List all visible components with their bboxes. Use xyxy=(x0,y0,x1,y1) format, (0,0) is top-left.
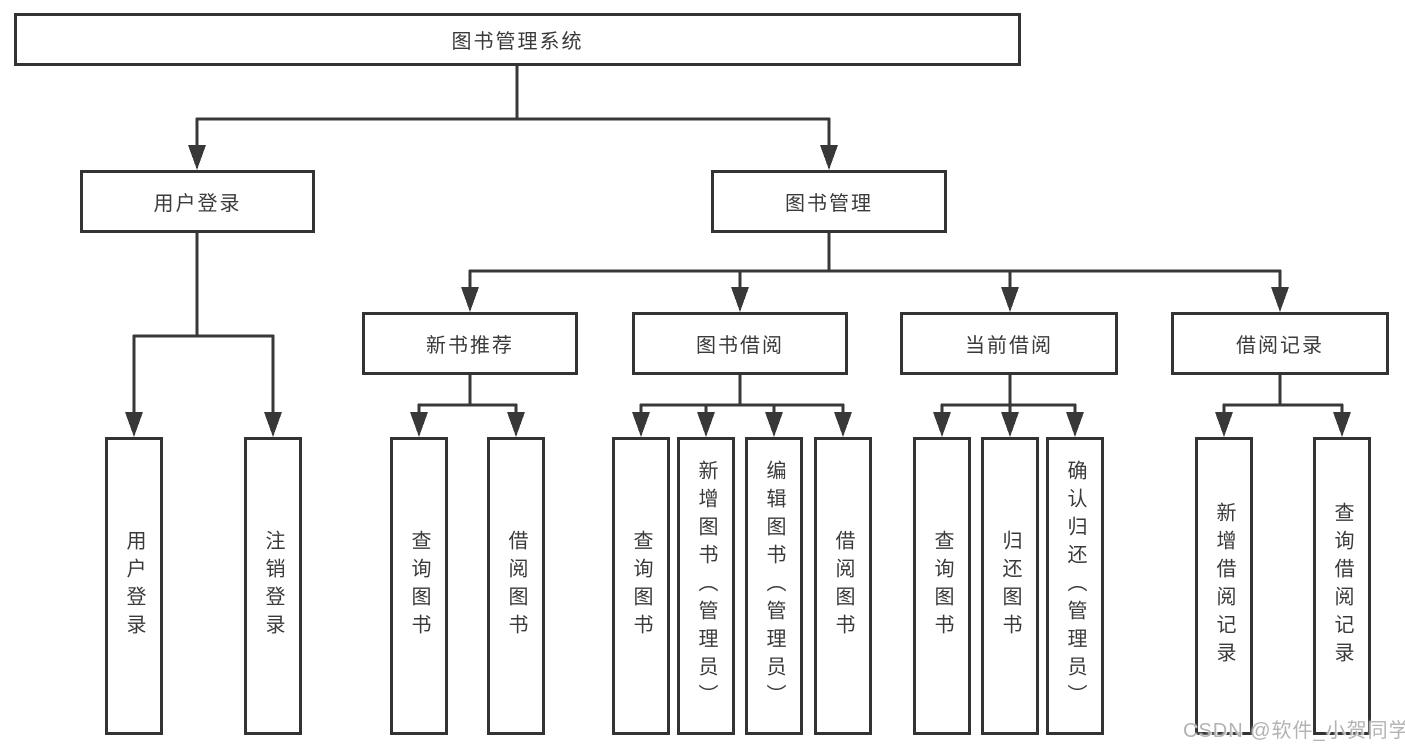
leaf-add-books-admin-label: 新增图书（管理员） xyxy=(695,460,717,712)
leaf-query-borrow-record-label: 查询借阅记录 xyxy=(1331,502,1353,670)
node-book-borrow: 图书借阅 xyxy=(632,312,848,375)
connector-borrow-records xyxy=(1222,373,1344,418)
leaf-add-borrow-record: 新增借阅记录 xyxy=(1195,437,1253,735)
leaf-user-login: 用户登录 xyxy=(105,437,163,735)
node-user-login-label: 用户登录 xyxy=(153,193,242,215)
connector-root xyxy=(195,66,831,151)
leaf-return-books-label: 归还图书 xyxy=(999,530,1021,642)
node-new-book-recommend: 新书推荐 xyxy=(362,312,578,375)
leaf-confirm-return-admin: 确认归还（管理员） xyxy=(1046,437,1104,735)
leaf-add-books-admin: 新增图书（管理员） xyxy=(677,437,735,735)
node-current-borrow: 当前借阅 xyxy=(900,312,1118,375)
leaf-recommend-query-books-label: 查询图书 xyxy=(408,530,430,642)
leaf-current-query-books: 查询图书 xyxy=(913,437,971,735)
leaf-user-login-label: 用户登录 xyxy=(123,530,145,642)
leaf-borrow-query-books: 查询图书 xyxy=(612,437,670,735)
node-book-management: 图书管理 xyxy=(711,170,947,233)
node-root-system: 图书管理系统 xyxy=(14,13,1021,66)
node-root-system-label: 图书管理系统 xyxy=(451,31,584,53)
node-new-book-recommend-label: 新书推荐 xyxy=(426,335,514,357)
leaf-borrow-books-label: 借阅图书 xyxy=(832,530,854,642)
connector-current-borrow xyxy=(940,373,1077,418)
leaf-recommend-borrow-books: 借阅图书 xyxy=(487,437,545,735)
node-book-management-label: 图书管理 xyxy=(785,193,873,215)
leaf-current-query-books-label: 查询图书 xyxy=(931,530,953,642)
csdn-watermark: CSDN @软件_小贺同学 xyxy=(1183,720,1405,742)
leaf-edit-books-admin: 编辑图书（管理员） xyxy=(745,437,803,735)
leaf-recommend-borrow-books-label: 借阅图书 xyxy=(505,530,527,642)
leaf-edit-books-admin-label: 编辑图书（管理员） xyxy=(763,460,785,712)
connector-new-book-rec xyxy=(417,373,518,418)
leaf-borrow-query-books-label: 查询图书 xyxy=(630,530,652,642)
leaf-recommend-query-books: 查询图书 xyxy=(390,437,448,735)
connector-user-login xyxy=(132,230,275,418)
leaf-logout: 注销登录 xyxy=(244,437,302,735)
leaf-confirm-return-admin-label: 确认归还（管理员） xyxy=(1064,460,1086,712)
node-borrow-records: 借阅记录 xyxy=(1171,312,1389,375)
node-book-borrow-label: 图书借阅 xyxy=(696,335,784,357)
node-current-borrow-label: 当前借阅 xyxy=(965,335,1053,357)
connector-book-borrow xyxy=(639,373,845,418)
node-user-login: 用户登录 xyxy=(80,170,315,233)
connector-book-mgmt xyxy=(468,230,1282,293)
leaf-borrow-books: 借阅图书 xyxy=(814,437,872,735)
leaf-return-books: 归还图书 xyxy=(981,437,1039,735)
leaf-add-borrow-record-label: 新增借阅记录 xyxy=(1213,502,1235,670)
leaf-query-borrow-record: 查询借阅记录 xyxy=(1313,437,1371,735)
leaf-logout-label: 注销登录 xyxy=(262,530,284,642)
node-borrow-records-label: 借阅记录 xyxy=(1236,335,1324,357)
